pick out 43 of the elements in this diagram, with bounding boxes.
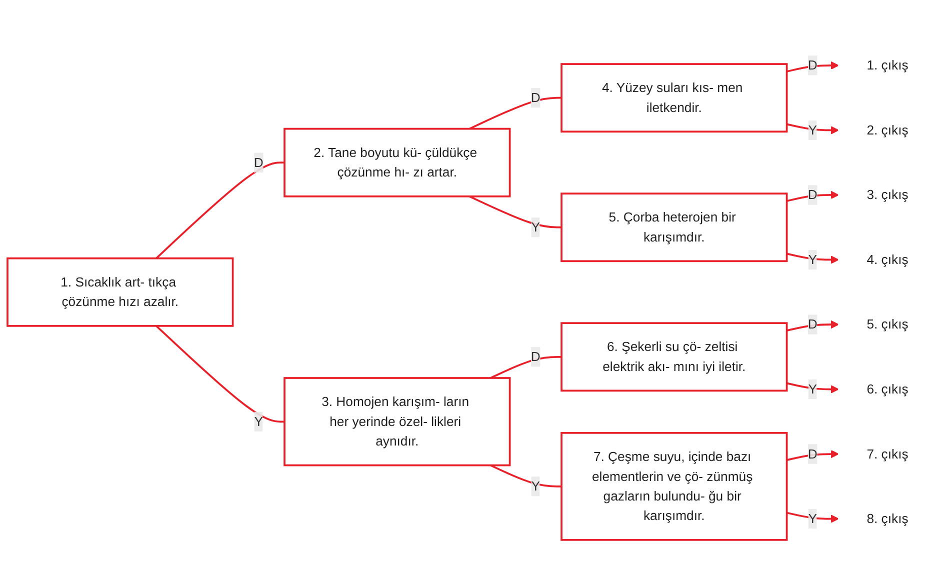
edge-label: Y xyxy=(531,478,540,494)
edge-label: Y xyxy=(531,220,540,235)
connector xyxy=(469,196,562,229)
edge-label: D xyxy=(808,446,818,462)
connector xyxy=(490,464,562,488)
connector xyxy=(469,97,562,130)
edge-label: D xyxy=(530,349,540,364)
edge-label: Y xyxy=(808,382,818,397)
edge-label: D xyxy=(808,316,818,332)
arrow xyxy=(786,450,839,462)
node-text: 4. çıkış xyxy=(866,252,908,268)
node-box: 5. Çorba heterojen bir karışımdır. xyxy=(560,193,788,262)
node-text: 8. çıkış xyxy=(866,511,908,526)
connector xyxy=(156,162,285,260)
edge-label: Y xyxy=(254,414,264,430)
node-box: 6. Şekerli su çö- zeltisi elektrik akı- mını iyi iletir. xyxy=(560,322,788,392)
connector xyxy=(490,356,562,380)
arrow xyxy=(786,382,839,394)
edge-label: D xyxy=(530,90,540,106)
node-text: 2. çıkış xyxy=(866,122,908,138)
arrow xyxy=(786,320,839,332)
edge-label: Y xyxy=(808,511,818,526)
arrow xyxy=(786,62,839,73)
node-text: 3. çıkış xyxy=(866,187,908,202)
connector xyxy=(156,326,285,423)
node-box: 3. Homojen karışım- ların her yerinde özel- likleri aynıdır. xyxy=(284,377,511,467)
edge-label: Y xyxy=(808,122,818,138)
edge-label: Y xyxy=(808,252,818,268)
node-box: 1. Sıcaklık art- tıkça çözünme hızı azalır. xyxy=(6,258,234,328)
node-text: 6. çıkış xyxy=(866,382,908,397)
edge-label: D xyxy=(808,58,818,73)
node-box: 2. Tane boyutu kü- çüldükçe çözünme hı- zı artar. xyxy=(284,128,511,198)
node-text: 1. çıkış xyxy=(866,58,908,73)
node-text: 7. çıkış xyxy=(866,446,908,462)
arrow xyxy=(786,253,839,264)
edge-label: D xyxy=(808,187,818,202)
node-box: 7. Çeşme suyu, içinde bazı elementlerin ve çö- zünmüş gazların bulundu- ğu bir karışımdır. xyxy=(560,432,788,542)
node-box: 4. Yüzey suları kıs- men iletkendir. xyxy=(560,63,788,133)
arrow xyxy=(786,124,839,135)
node-text: 5. çıkış xyxy=(866,316,908,332)
edge-label: D xyxy=(254,154,264,170)
arrow xyxy=(786,512,839,524)
arrow xyxy=(786,191,839,202)
